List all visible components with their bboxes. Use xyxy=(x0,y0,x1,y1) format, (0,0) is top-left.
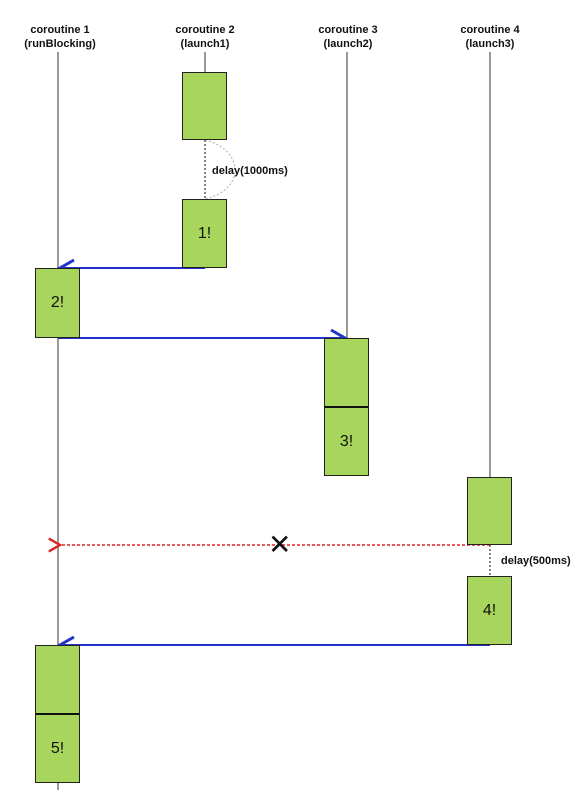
execution-block-c3-top xyxy=(324,338,369,408)
execution-block-c1-bottom: 5! xyxy=(35,713,80,783)
cancel-x-icon: ✕ xyxy=(268,528,292,561)
lane-header-coroutine-4: coroutine 4 (launch3) xyxy=(430,23,550,51)
lane-header-coroutine-1: coroutine 1 (runBlocking) xyxy=(0,23,120,51)
execution-block-c4-first xyxy=(467,477,512,545)
execution-block-c2-second: 1! xyxy=(182,199,227,268)
delay-label-coroutine-4: delay(500ms) xyxy=(501,555,571,567)
execution-block-c1-top xyxy=(35,645,80,715)
execution-block-c1-first: 2! xyxy=(35,268,80,338)
execution-block-c3-bottom: 3! xyxy=(324,406,369,476)
lane-title: coroutine 2 xyxy=(175,24,235,36)
lane-header-coroutine-2: coroutine 2 (launch1) xyxy=(145,23,265,51)
lane-subtitle: (runBlocking) xyxy=(24,38,96,50)
delay-arc-coroutine-2 xyxy=(204,139,236,200)
lane-title: coroutine 3 xyxy=(318,24,378,36)
lane-title: coroutine 1 xyxy=(30,24,90,36)
lane-subtitle: (launch2) xyxy=(323,38,373,50)
execution-block-c2-first xyxy=(182,72,227,140)
lane-subtitle: (launch3) xyxy=(465,38,515,50)
lane-subtitle: (launch1) xyxy=(180,38,230,50)
lane-title: coroutine 4 xyxy=(460,24,520,36)
delay-label-coroutine-2: delay(1000ms) xyxy=(212,165,288,177)
execution-block-c4-second: 4! xyxy=(467,576,512,645)
lane-header-coroutine-3: coroutine 3 (launch2) xyxy=(288,23,408,51)
